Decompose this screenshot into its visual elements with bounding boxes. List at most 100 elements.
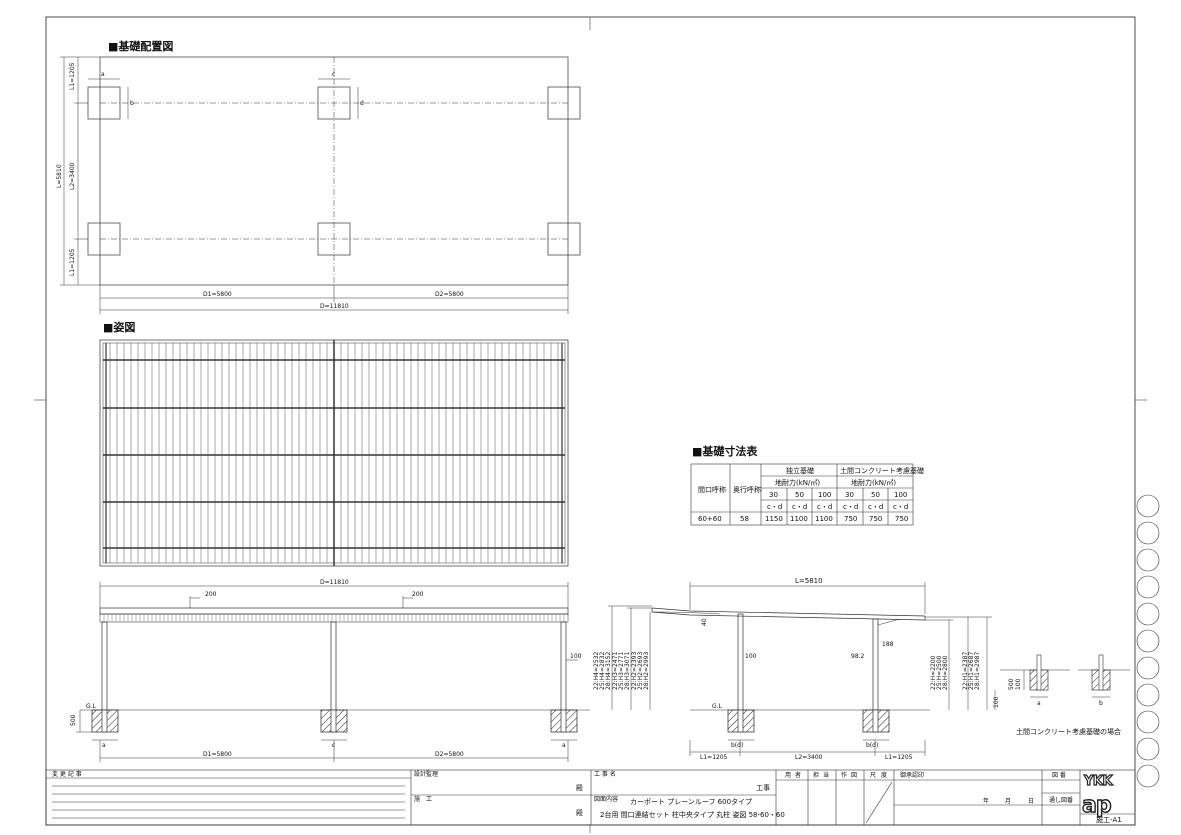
side-dim-188: 188 (882, 641, 894, 648)
foundation-dimension-table (690, 463, 914, 526)
front-dim-100: 100 (570, 653, 582, 660)
side-dim-98: 98.2 (851, 653, 865, 660)
foundation-plan (60, 56, 581, 314)
tb-construction: 施 工 (414, 795, 432, 803)
side-dim-100-bottom: 100 (993, 696, 1000, 708)
height-label: 25:H2=2693 (637, 652, 644, 690)
plan-l1-top: L1=1205 (69, 62, 76, 90)
plan-label-c: c (332, 71, 335, 78)
table-row-width: 60+60 (698, 515, 722, 523)
plan-d2: D2=5800 (435, 291, 464, 298)
table-val-1: 1100 (790, 515, 808, 523)
tb-serial-no: 通し図番 (1049, 796, 1073, 804)
table-val-5: 750 (895, 515, 908, 523)
table-col-width: 間口呼称 (698, 485, 726, 494)
height-label: 28:H4=3152 (605, 652, 612, 690)
tb-date-year: 年 (983, 797, 989, 805)
front-label-a1: a (102, 742, 106, 749)
tb-approval: 当 (823, 771, 829, 779)
front-dim-200-left: 200 (205, 591, 217, 598)
table-col-depth: 奥行呼称 (733, 485, 761, 494)
height-label: 25:H=2500 (936, 655, 943, 690)
plan-l1-bottom: L1=1205 (69, 248, 76, 276)
table-sub-0: c・d (767, 503, 782, 511)
tb-drawing-content: 図面内容 (594, 795, 618, 803)
height-label: 25:H1=2687 (968, 652, 975, 690)
table-bearing-left: 地耐力(kN/㎡) (775, 478, 820, 487)
concrete-footing-detail (1000, 654, 1130, 698)
height-label: 22:H4=2532 (593, 652, 600, 690)
table-sub-2: c・d (817, 503, 832, 511)
tb-drawing-line1: カーポート プレーンルーフ 600タイプ (630, 797, 752, 806)
ykk-ap-logo: YKK ap (1081, 773, 1114, 818)
side-l-total: L=5810 (795, 577, 823, 585)
table-group-concrete: 土間コンクリート考慮基礎 (840, 466, 924, 475)
tb-approval: 図 (851, 772, 857, 779)
tb-date-day: 日 (1028, 798, 1034, 805)
height-label: 22:H1=2387 (962, 652, 969, 690)
tb-dono1: 殿 (576, 784, 583, 792)
front-elevation (76, 582, 590, 762)
table-sub-5: c・d (893, 503, 908, 511)
roof-plan-view (99, 339, 569, 567)
plan-label-a: a (101, 71, 105, 78)
plan-d1: D1=5800 (203, 291, 232, 298)
sheet-border (45, 16, 1136, 826)
table-sub-1: c・d (792, 503, 807, 511)
front-dim-500: 500 (70, 714, 77, 726)
side-heights-right: 22:H=2200 25:H=2500 28:H=2800 22:H1=2387… (930, 652, 981, 690)
detail-dim-100: 100 (1015, 678, 1022, 690)
tb-approval: 用 (785, 772, 791, 779)
front-gl: G.L (86, 703, 97, 710)
tb-approval: 尺 (870, 772, 876, 779)
front-dim-200-right: 200 (412, 591, 424, 598)
side-bd-left: b(d) (731, 742, 743, 749)
front-label-c: c (332, 742, 335, 749)
tb-project-name: 工 事 名 (594, 770, 616, 778)
side-bd-right: b(d) (866, 742, 878, 749)
table-val-4: 750 (869, 515, 882, 523)
tb-drawing-no: 図 番 (1052, 772, 1066, 779)
tb-date-month: 月 (1005, 798, 1011, 805)
table-bv-2: 100 (818, 491, 831, 499)
table-bv-0: 30 (769, 491, 778, 499)
table-val-2: 1100 (815, 515, 833, 523)
tb-approval: 者 (795, 772, 801, 779)
table-sub-4: c・d (868, 503, 883, 511)
plan-label-d: d (360, 100, 364, 107)
height-label: 25:H3=2771 (618, 652, 625, 690)
front-label-a2: a (562, 742, 566, 749)
roof-panel-lines (109, 343, 559, 563)
tb-approval: 担 (813, 771, 819, 779)
height-label: 22:H3=2471 (612, 652, 619, 690)
side-l2: L2=3400 (795, 754, 823, 761)
table-val-0: 1150 (765, 515, 783, 523)
table-val-3: 750 (844, 515, 857, 523)
plan-label-b: b (130, 100, 134, 107)
table-group-independent: 独立基礎 (786, 466, 814, 475)
tb-design-supervisor: 設計監理 (414, 770, 438, 778)
section-title-foundation: ■基礎配置図 (108, 39, 173, 53)
table-bv-1: 50 (795, 491, 804, 499)
front-rib-lines (103, 614, 565, 622)
section-title-table: ■基礎寸法表 (692, 444, 758, 458)
height-label: 28:H2=2993 (643, 652, 650, 690)
side-elevation (608, 582, 996, 756)
table-bv-4: 50 (871, 491, 880, 499)
height-label: 22:H2=2393 (631, 652, 638, 690)
svg-text:ap: ap (1082, 793, 1111, 818)
tb-sheet-code: 施工-A1 (1096, 815, 1122, 824)
side-gl: G.L (712, 703, 723, 710)
table-sub-3: c・d (843, 503, 858, 511)
svg-text:YKK: YKK (1083, 774, 1113, 789)
height-label: 25:H4=2832 (599, 652, 606, 690)
side-l1-left: L1=1205 (700, 754, 728, 761)
detail-dim-500: 500 (1008, 678, 1015, 690)
tb-approval: 度 (881, 771, 887, 779)
front-d2: D2=5800 (435, 751, 464, 758)
tb-approval-date: 御承認印 (900, 771, 924, 779)
fold-marks (1136, 494, 1160, 788)
detail-label-a: a (1037, 700, 1041, 707)
front-d-total: D=11810 (320, 579, 349, 586)
